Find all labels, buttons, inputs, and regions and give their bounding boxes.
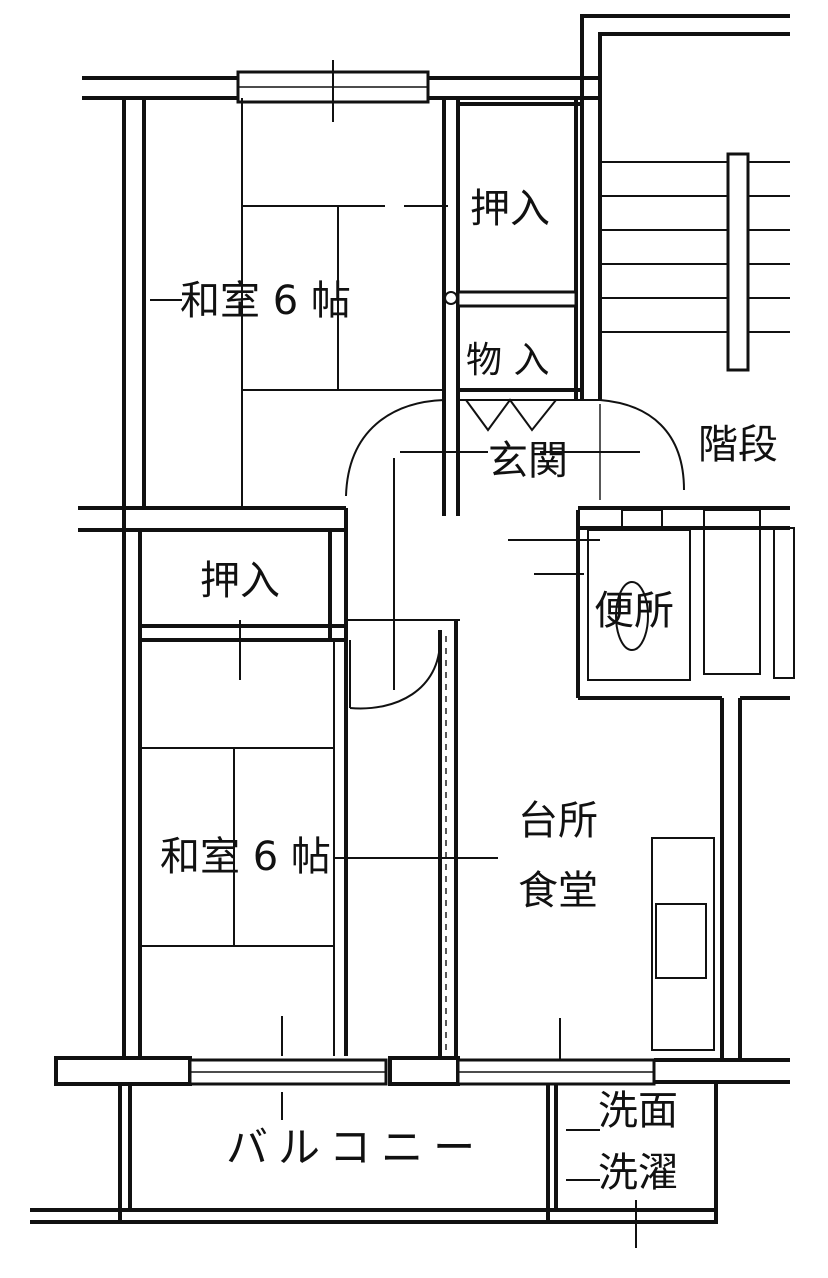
- label-genkan: 玄関: [488, 438, 568, 484]
- label-washitsu-top: 和室 6 帖: [180, 278, 351, 324]
- balcony: [30, 1084, 718, 1224]
- entrance: [345, 398, 685, 690]
- washitsu-bottom-room: [140, 640, 498, 1056]
- label-washitsu-bottom: 和室 6 帖: [160, 834, 331, 880]
- stair-enclosure: [580, 14, 790, 400]
- label-daidokoro: 台所: [518, 798, 598, 844]
- left-walls: [122, 98, 146, 1056]
- toilet-room: [508, 509, 795, 700]
- label-benjo: 便所: [594, 588, 674, 634]
- closet-left: [140, 530, 460, 680]
- closets-top: [456, 98, 582, 400]
- label-shokudo: 食堂: [518, 868, 598, 914]
- label-monoire: 物 入: [466, 340, 549, 381]
- label-balcony: バルコニー: [226, 1123, 485, 1172]
- label-oshiire-left: 押入: [200, 558, 280, 604]
- label-kaidan: 階段: [698, 422, 778, 468]
- label-sentaku: 洗濯: [598, 1150, 678, 1196]
- kitchen-counter: [559, 696, 790, 1060]
- label-senmen: 洗面: [598, 1088, 678, 1134]
- middle-wall: [78, 506, 790, 1056]
- kitchen-partition: [349, 620, 458, 1060]
- top-wall: [82, 60, 598, 122]
- washroom: [566, 1084, 718, 1248]
- label-oshiire-top: 押入: [470, 186, 550, 232]
- bottom-wall: [54, 1056, 790, 1086]
